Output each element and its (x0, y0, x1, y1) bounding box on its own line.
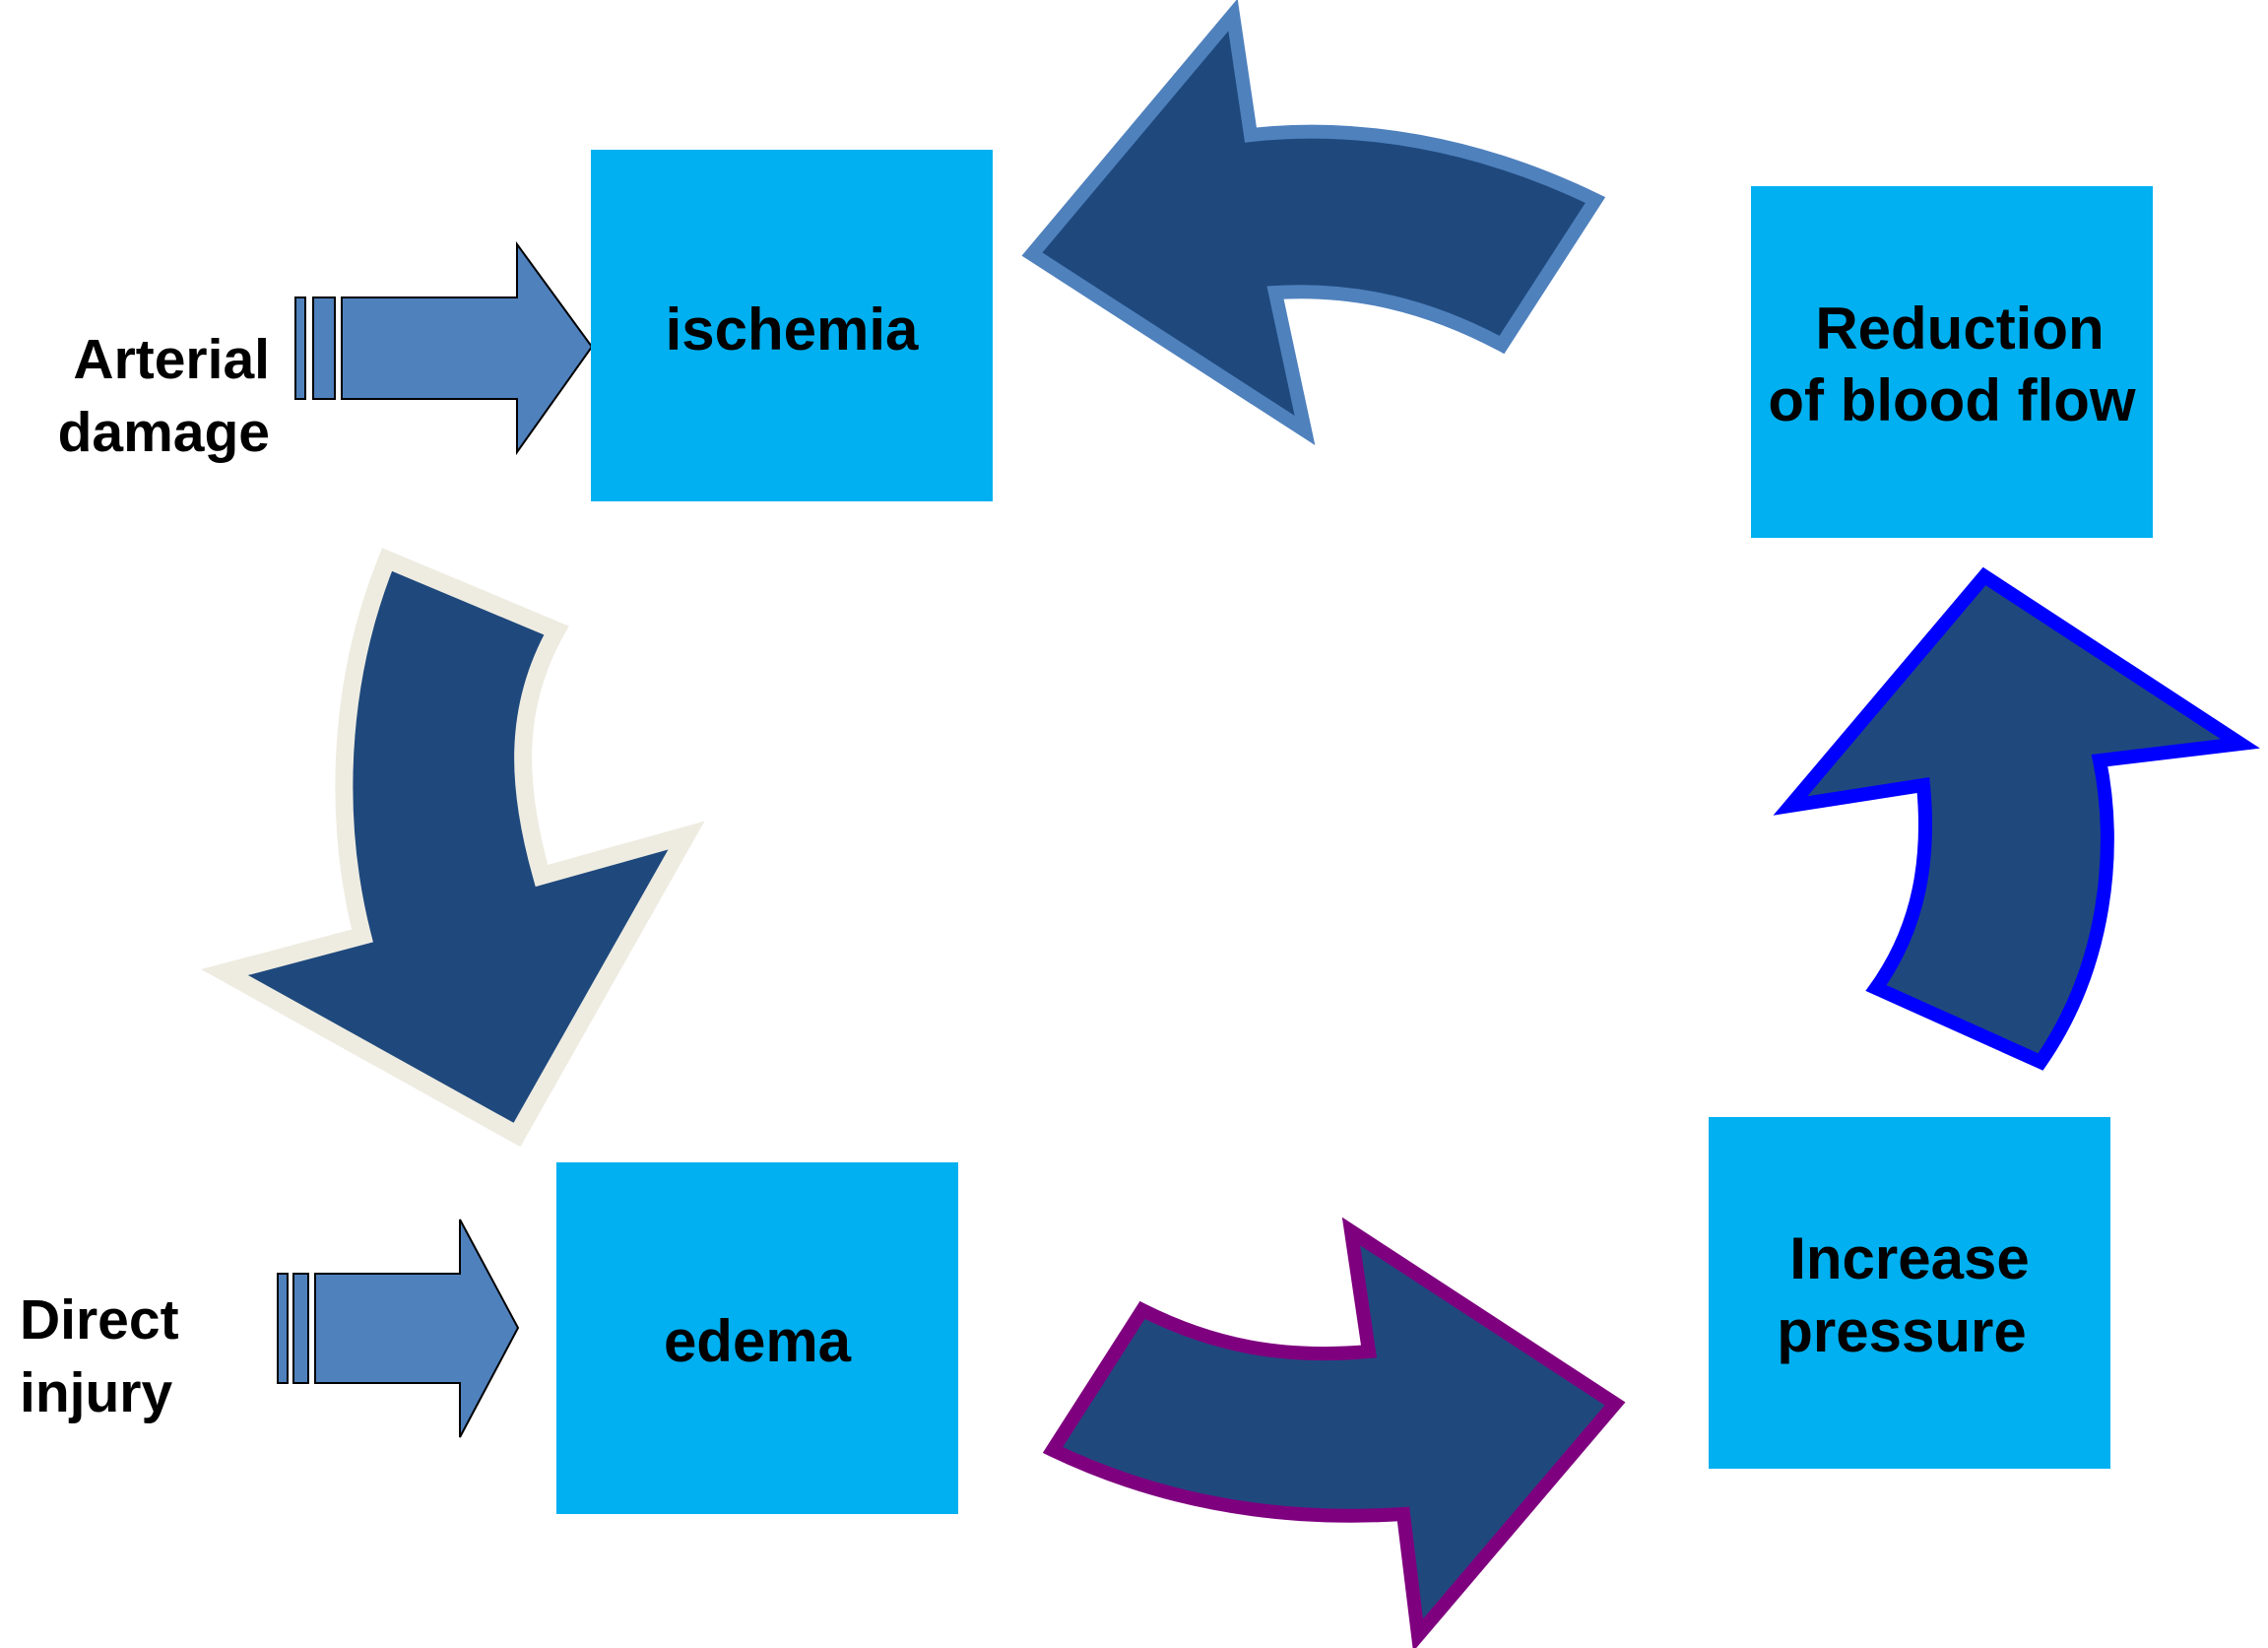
label-arterial-damage-line1: Arterial (73, 328, 270, 391)
label-arterial-damage: Arterial damage (58, 328, 270, 464)
box-ischemia-label: ischemia (666, 297, 919, 363)
label-direct-injury: Direct injury (20, 1288, 179, 1424)
box-reduction-label-line2: of blood flow (1768, 367, 2136, 433)
box-reduction-of-blood-flow: Reduction of blood flow (1751, 186, 2153, 538)
arrow-ischemia-to-edema (201, 548, 705, 1148)
box-edema: edema (556, 1162, 958, 1514)
arrow-arterial-damage-input (294, 240, 594, 456)
arrow-edema-to-pressure (1042, 1217, 1626, 1648)
box-pressure-label-line1: Increase (1789, 1225, 2030, 1291)
label-arterial-damage-line2: damage (58, 401, 270, 464)
label-direct-injury-line1: Direct (20, 1288, 179, 1351)
arrow-direct-injury-input (277, 1219, 520, 1438)
box-ischemia: ischemia (591, 150, 993, 501)
box-edema-label: edema (664, 1308, 852, 1374)
arrow-pressure-to-reduction (1773, 566, 2260, 1071)
box-pressure-label-line2: pressure (1777, 1298, 2026, 1364)
box-reduction-label-line1: Reduction (1815, 296, 2104, 362)
box-increase-pressure: Increase pressure (1709, 1117, 2110, 1469)
label-direct-injury-line2: injury (20, 1361, 172, 1424)
arrow-reduction-to-ischemia (1021, 0, 1606, 446)
